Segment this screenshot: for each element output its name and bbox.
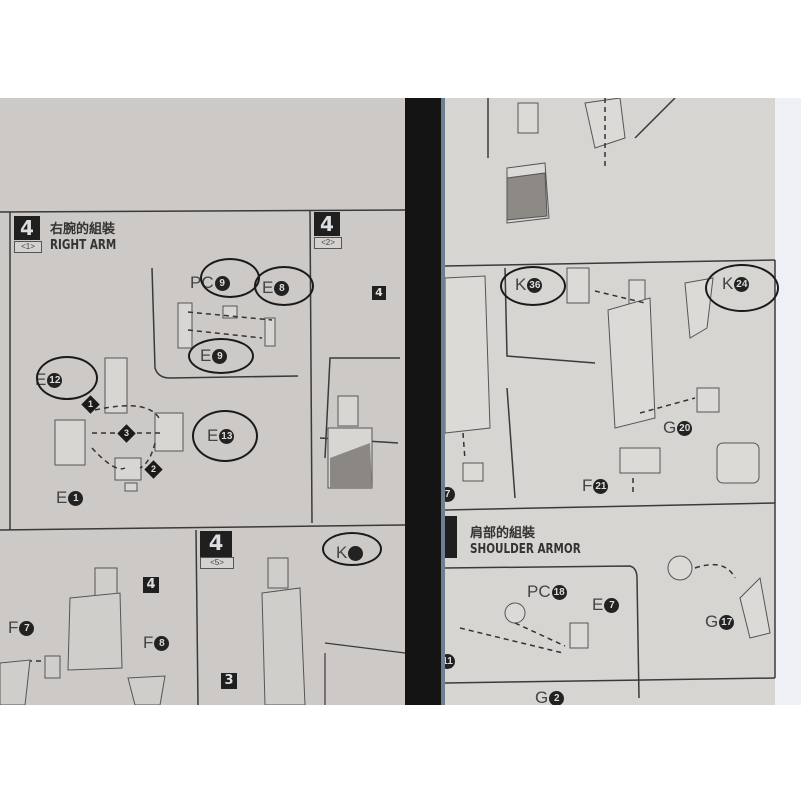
reference-step-badge: 3 <box>221 673 237 689</box>
order-number: 3 <box>123 428 129 438</box>
part-number: 7 <box>604 597 620 613</box>
section-title-shoulder-armor: SHOULDER ARMOR <box>470 542 581 557</box>
order-number: 2 <box>150 464 156 474</box>
highlight-circle <box>322 532 382 566</box>
part-prefix: F <box>8 618 19 637</box>
part-number: 7 <box>445 487 455 502</box>
substep-label: <2> <box>314 237 342 249</box>
background-strip <box>775 98 801 705</box>
part-number: 1 <box>68 490 84 506</box>
highlight-circle <box>192 410 258 462</box>
part-prefix: G <box>663 418 677 437</box>
section-title-chinese: 肩部的組裝 <box>470 525 536 540</box>
part-prefix: G <box>705 612 719 631</box>
order-marker-3: 3 <box>117 424 136 443</box>
part-number: 21 <box>593 478 609 494</box>
left-page-line-art <box>0 209 405 705</box>
highlight-circle <box>254 266 314 306</box>
step-number-badge: 4 <box>200 531 232 557</box>
step-number-badge: 4 <box>14 216 40 240</box>
order-number: 1 <box>87 399 93 409</box>
part-label-partial-7: 7 <box>445 487 455 502</box>
highlight-circle <box>200 258 260 298</box>
order-marker-1: 1 <box>81 395 100 414</box>
right-page-line-art <box>445 98 776 699</box>
part-number: 17 <box>719 614 735 630</box>
shoulder-step-badge <box>445 516 457 558</box>
part-prefix: E <box>56 488 68 507</box>
part-number: 8 <box>154 635 170 651</box>
part-prefix: PC <box>527 582 551 601</box>
part-prefix: F <box>582 476 593 495</box>
substep-label: <1> <box>14 241 42 253</box>
part-number: 11 <box>445 654 455 669</box>
divider-edge <box>441 98 445 705</box>
part-number: 2 <box>549 690 565 705</box>
substep-label: <5> <box>200 557 234 569</box>
highlight-circle <box>705 264 779 312</box>
reference-step-badge: 4 <box>143 577 159 593</box>
part-number: 18 <box>551 584 567 600</box>
section-title-chinese: 右腕的組裝 <box>50 221 116 236</box>
reference-step-badge: 4 <box>372 286 386 300</box>
highlight-circle <box>36 356 98 400</box>
order-marker-2: 2 <box>144 460 163 479</box>
part-number: 20 <box>677 420 693 436</box>
part-label-partial-11: 11 <box>445 654 455 669</box>
section-title-right-arm: RIGHT ARM <box>50 238 117 253</box>
part-prefix: F <box>143 633 154 652</box>
highlight-circle <box>188 338 254 374</box>
part-prefix: G <box>535 688 549 705</box>
highlight-circle <box>500 266 566 306</box>
photo-divider <box>405 98 445 705</box>
part-number: 7 <box>19 620 35 636</box>
part-prefix: E <box>592 595 604 614</box>
step-number-badge: 4 <box>314 212 340 236</box>
